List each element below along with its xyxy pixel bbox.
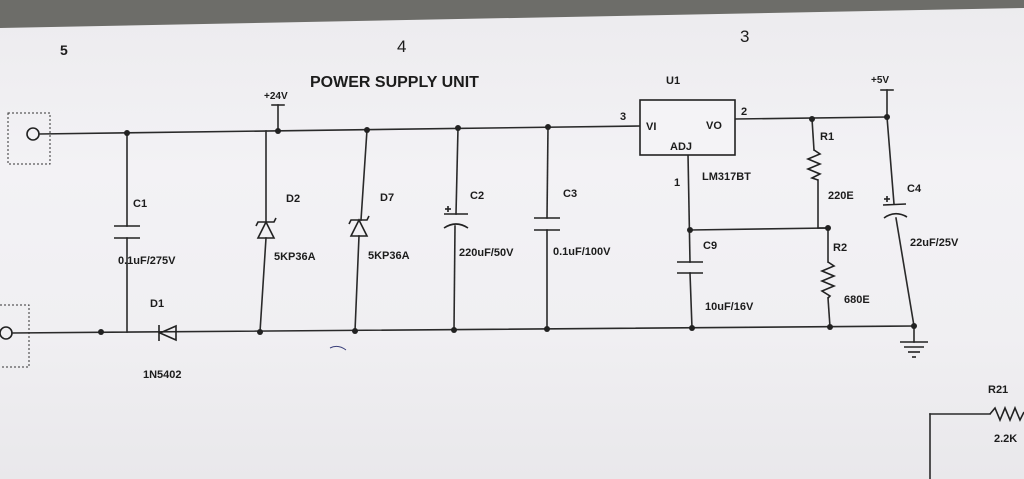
c1-value: 0.1uF/275V — [118, 255, 176, 267]
capacitor-c2: C2 220uF/50V — [443, 190, 514, 259]
d1-ref: D1 — [150, 298, 164, 310]
d7-ref: D7 — [380, 192, 394, 204]
u1-pin-number-adj: 1 — [674, 177, 680, 189]
capacitor-c9: C9 10uF/16V — [677, 240, 754, 313]
c1-ref: C1 — [133, 198, 147, 210]
r21-ref: R21 — [988, 384, 1008, 396]
u1-pin-number-out: 2 — [741, 106, 747, 118]
tvs-diode-d2: D2 5KP36A — [255, 193, 316, 263]
d7-value: 5KP36A — [368, 250, 410, 262]
zone-number-3: 3 — [740, 27, 749, 46]
regulator-u1: U1 VI VO ADJ 3 2 1 LM317BT — [620, 75, 751, 189]
c2-value: 220uF/50V — [459, 247, 514, 259]
resistor-r2: R2 680E — [819, 242, 870, 306]
net-label-5v: +5V — [871, 75, 889, 86]
zone-number-5: 5 — [60, 42, 68, 58]
pen-mark — [329, 345, 347, 351]
r1-value: 220E — [828, 190, 854, 202]
r1-ref: R1 — [820, 131, 834, 143]
u1-ref: U1 — [666, 75, 680, 87]
r2-ref: R2 — [833, 242, 847, 254]
junction-dots — [98, 114, 917, 335]
r21-value: 2.2K — [994, 433, 1017, 445]
input-connector-bottom — [0, 304, 30, 368]
capacitor-c3: C3 0.1uF/100V — [534, 188, 611, 258]
capacitor-c1: C1 0.1uF/275V — [114, 198, 176, 267]
c2-ref: C2 — [470, 190, 484, 202]
c4-value: 22uF/25V — [910, 237, 959, 249]
u1-pin-number-in: 3 — [620, 111, 626, 123]
d2-ref: D2 — [286, 193, 300, 205]
c3-ref: C3 — [563, 188, 577, 200]
u1-part: LM317BT — [702, 171, 751, 183]
r2-value: 680E — [844, 294, 870, 306]
u1-pin-vo: VO — [706, 120, 722, 132]
tvs-diode-d7: D7 5KP36A — [348, 192, 410, 262]
zone-number-4: 4 — [397, 37, 406, 56]
resistor-r1: R1 220E — [805, 131, 854, 202]
c9-value: 10uF/16V — [705, 301, 754, 313]
ground-symbol — [900, 341, 928, 358]
d2-value: 5KP36A — [274, 251, 316, 263]
c4-ref: C4 — [907, 183, 922, 195]
sheet-title: POWER SUPPLY UNIT — [310, 74, 479, 91]
net-label-24v: +24V — [264, 91, 288, 102]
diode-d1: D1 1N5402 — [143, 298, 182, 381]
u1-pin-adj: ADJ — [670, 141, 692, 153]
c9-ref: C9 — [703, 240, 717, 252]
capacitor-c4: C4 22uF/25V — [882, 183, 959, 249]
input-connector-top — [7, 112, 51, 165]
wires — [11, 89, 991, 479]
resistor-r21: R21 2.2K — [988, 384, 1024, 445]
u1-pin-vi: VI — [646, 121, 656, 133]
c3-value: 0.1uF/100V — [553, 246, 611, 258]
d1-value: 1N5402 — [143, 369, 182, 381]
